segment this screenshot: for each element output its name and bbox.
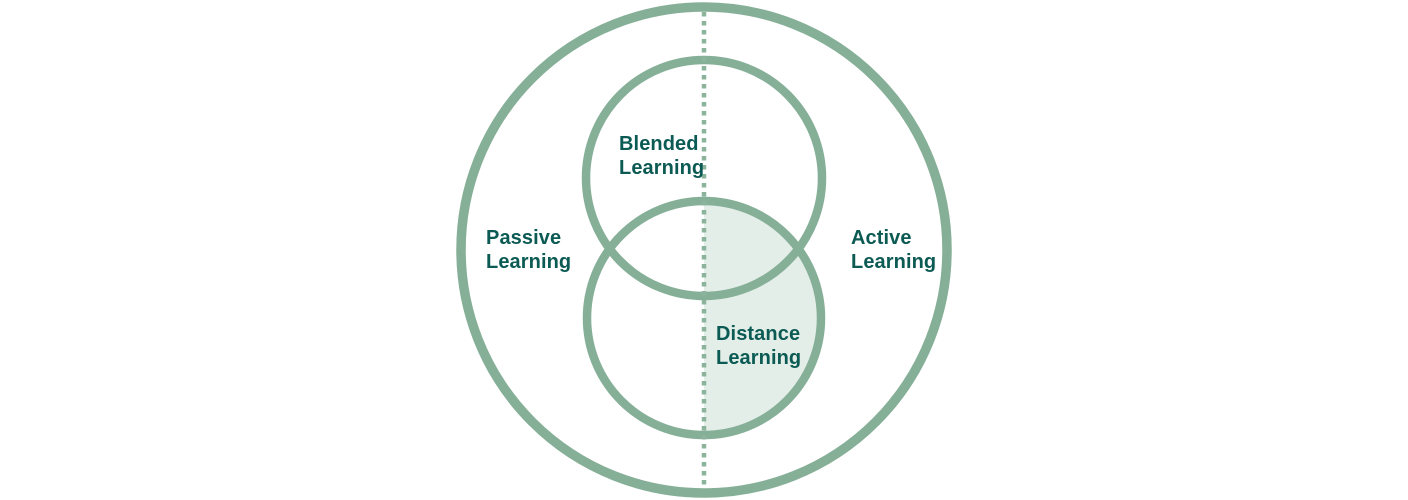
active-learning-label: Active Learning	[851, 227, 937, 273]
outer-circle	[456, 2, 952, 498]
blended-learning-label: Blended Learning	[619, 133, 705, 179]
distance-learning-label: Distance Learning	[716, 323, 802, 369]
passive-learning-label: Passive Learning	[486, 227, 572, 273]
